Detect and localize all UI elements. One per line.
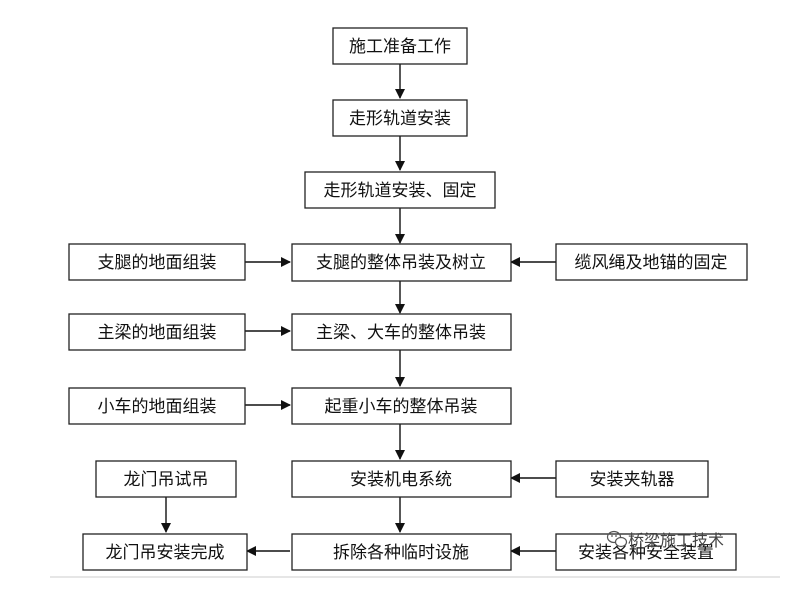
node-rail-fix: 走形轨道安装、固定 xyxy=(304,171,496,209)
watermark-text: 桥梁施工技术 xyxy=(628,531,724,550)
node-beam-lift-label: 主梁、大车的整体吊装 xyxy=(316,323,486,343)
node-safety: 安装各种安全装置 xyxy=(555,533,737,571)
node-trolley-ground: 小车的地面组装 xyxy=(68,387,246,425)
node-leg-lift-label: 支腿的整体吊装及树立 xyxy=(316,253,486,273)
node-clamp: 安装夹轨器 xyxy=(555,460,709,498)
node-trolley-lift-label: 起重小车的整体吊装 xyxy=(325,397,478,417)
node-test-lift-label: 龙门吊试吊 xyxy=(124,470,209,490)
node-leg-ground-label: 支腿的地面组装 xyxy=(98,253,217,273)
node-beam-ground: 主梁的地面组装 xyxy=(68,313,246,351)
node-complete: 龙门吊安装完成 xyxy=(82,533,248,571)
node-dismantle: 拆除各种临时设施 xyxy=(291,533,512,571)
wechat-icon xyxy=(606,530,628,548)
node-leg-lift: 支腿的整体吊装及树立 xyxy=(291,243,512,282)
node-rail-fix-label: 走形轨道安装、固定 xyxy=(324,181,477,201)
node-prep-label: 施工准备工作 xyxy=(349,37,451,57)
node-leg-ground: 支腿的地面组装 xyxy=(68,243,246,281)
node-electrical-label: 安装机电系统 xyxy=(350,470,452,490)
node-trolley-ground-label: 小车的地面组装 xyxy=(98,397,217,417)
node-trolley-lift: 起重小车的整体吊装 xyxy=(291,387,512,425)
edges xyxy=(161,64,556,556)
node-complete-label: 龙门吊安装完成 xyxy=(106,543,225,563)
node-beam-lift: 主梁、大车的整体吊装 xyxy=(291,313,512,351)
node-clamp-label: 安装夹轨器 xyxy=(590,470,675,490)
watermark: 桥梁施工技术 xyxy=(606,530,724,550)
node-rail-install: 走形轨道安装 xyxy=(332,99,468,137)
node-dismantle-label: 拆除各种临时设施 xyxy=(333,543,469,563)
node-safety-label: 安装各种安全装置 xyxy=(578,543,714,563)
node-beam-ground-label: 主梁的地面组装 xyxy=(98,323,217,343)
node-prep: 施工准备工作 xyxy=(332,27,468,65)
node-anchor: 缆风绳及地锚的固定 xyxy=(555,243,748,281)
node-rail-install-label: 走形轨道安装 xyxy=(349,109,451,129)
node-test-lift: 龙门吊试吊 xyxy=(95,460,237,498)
node-anchor-label: 缆风绳及地锚的固定 xyxy=(575,253,728,273)
node-electrical: 安装机电系统 xyxy=(291,460,512,498)
